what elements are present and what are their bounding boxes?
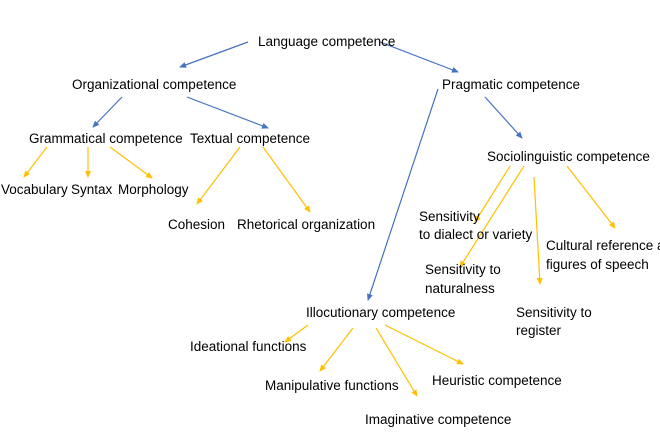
node-sensitivity-naturalness-line1: Sensitivity to [425, 262, 501, 277]
node-sensitivity-register-line2: register [516, 323, 562, 338]
node-sensitivity-naturalness-line2: naturalness [425, 281, 495, 296]
arrow-pragmatic-to-illocutionary [367, 88, 439, 301]
node-cultural-reference-line1: Cultural reference and [546, 238, 660, 253]
node-sensitivity-register-line1: Sensitivity to [516, 305, 592, 320]
arrow-organizational-to-textual [186, 96, 269, 129]
node-ideational-functions: Ideational functions [190, 339, 307, 354]
arrow-grammatical-to-vocabulary [23, 146, 48, 178]
node-pragmatic-competence: Pragmatic competence [442, 77, 580, 92]
arrow-sociolinguistic-to-dialect [474, 165, 511, 223]
arrow-sociolinguistic-to-naturalness [459, 165, 525, 268]
arrow-sociolinguistic-to-register [533, 176, 543, 285]
node-grammatical-competence: Grammatical competence [29, 131, 183, 146]
node-illocutionary-competence: Illocutionary competence [306, 305, 455, 320]
node-textual-competence: Textual competence [190, 131, 310, 146]
blue-connectors [92, 41, 523, 301]
arrow-pragmatic-to-sociolinguistic [484, 96, 523, 139]
node-cohesion: Cohesion [168, 217, 225, 232]
arrow-illocutionary-to-heuristic [384, 324, 464, 365]
arrow-textual-to-cohesion [196, 146, 241, 205]
arrow-language-to-organizational [179, 41, 249, 68]
node-sociolinguistic-competence: Sociolinguistic competence [487, 149, 650, 164]
arrow-illocutionary-to-imaginative [375, 327, 418, 397]
orange-connectors [23, 146, 616, 397]
node-imaginative-competence: Imaginative competence [365, 412, 511, 427]
node-sensitivity-dialect-line2: to dialect or variety [419, 227, 533, 242]
node-rhetorical-organization: Rhetorical organization [237, 217, 375, 232]
arrow-organizational-to-grammatical [92, 96, 123, 128]
node-cultural-reference-line2: figures of speech [546, 257, 649, 272]
arrow-grammatical-to-morphology [109, 146, 153, 179]
node-morphology: Morphology [118, 182, 189, 197]
arrow-sociolinguistic-to-cultural [566, 165, 616, 229]
arrow-language-to-pragmatic [379, 41, 459, 73]
node-heuristic-competence: Heuristic competence [432, 373, 562, 388]
node-labels: Language competence Organizational compe… [1, 34, 660, 427]
node-vocabulary: Vocabulary [1, 182, 68, 197]
node-sensitivity-dialect-line1: Sensitivity [419, 209, 480, 224]
node-manipulative-functions: Manipulative functions [265, 378, 399, 393]
arrow-illocutionary-to-ideational [284, 324, 309, 343]
arrow-textual-to-rhetorical [262, 146, 311, 213]
node-organizational-competence: Organizational competence [72, 77, 236, 92]
arrow-illocutionary-to-manipulative [319, 327, 354, 372]
node-syntax: Syntax [71, 182, 113, 197]
node-language-competence: Language competence [258, 34, 395, 49]
